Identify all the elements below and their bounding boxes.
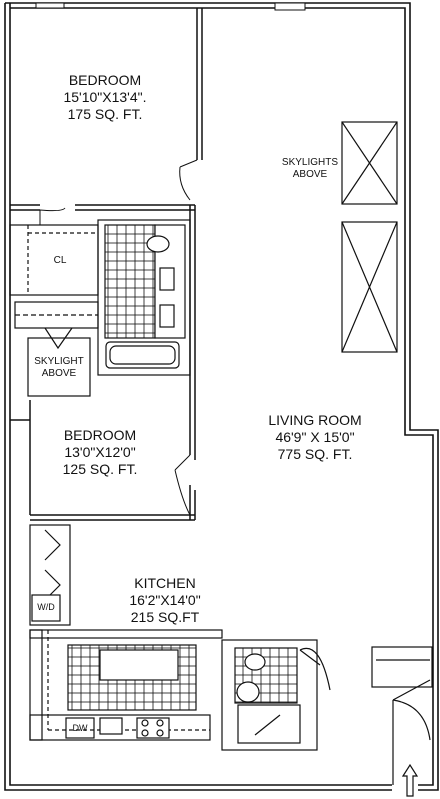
bathroom-2 [221, 639, 331, 751]
closet-label: CL [53, 255, 67, 266]
living-room-label: LIVING ROOM 46'9" X 15'0" 775 SQ. FT. [250, 412, 380, 462]
entry-arrow-icon [401, 763, 419, 797]
bathroom-1 [97, 219, 191, 376]
bedroom2-label: BEDROOM 13'0"X12'0" 125 SQ. FT. [40, 427, 160, 477]
top-windows [35, 2, 306, 11]
living-room-dims: 46'9" X 15'0" [275, 428, 355, 445]
kitchen-area [29, 524, 223, 741]
skylight-note: SKYLIGHT ABOVE [28, 356, 90, 380]
skylights-note: SKYLIGHTS ABOVE [275, 157, 345, 181]
kitchen-area: 215 SQ.FT [130, 608, 200, 625]
washer-dryer-label: W/D [37, 602, 55, 612]
skylights-line2: ABOVE [292, 169, 328, 180]
bedroom2-name: BEDROOM [63, 427, 137, 443]
skylights-line1: SKYLIGHTS [281, 157, 339, 168]
skylight-line1: SKYLIGHT [34, 356, 84, 367]
kitchen-dims: 16'2"X14'0" [129, 591, 201, 608]
bedroom1-label: BEDROOM 15'10"X13'4". 175 SQ. FT. [40, 72, 170, 122]
kitchen-name: KITCHEN [134, 575, 196, 591]
bedroom1-name: BEDROOM [68, 72, 142, 88]
dishwasher-label: DW [72, 723, 88, 733]
bedroom2-area: 125 SQ. FT. [62, 460, 138, 477]
entry [371, 646, 433, 785]
bedroom2-walls [29, 400, 195, 521]
bedroom2-dims: 13'0"X12'0" [64, 443, 136, 460]
living-room-area: 775 SQ. FT. [277, 445, 353, 462]
bedroom1-area: 175 SQ. FT. [67, 105, 143, 122]
living-room-name: LIVING ROOM [268, 412, 362, 428]
bedroom1-walls [10, 8, 203, 225]
skylight-line2: ABOVE [41, 368, 77, 379]
bedroom1-dims: 15'10"X13'4". [63, 88, 147, 105]
kitchen-label: KITCHEN 16'2"X14'0" 215 SQ.FT [100, 575, 230, 625]
skylights [341, 121, 398, 353]
hall [10, 301, 99, 421]
